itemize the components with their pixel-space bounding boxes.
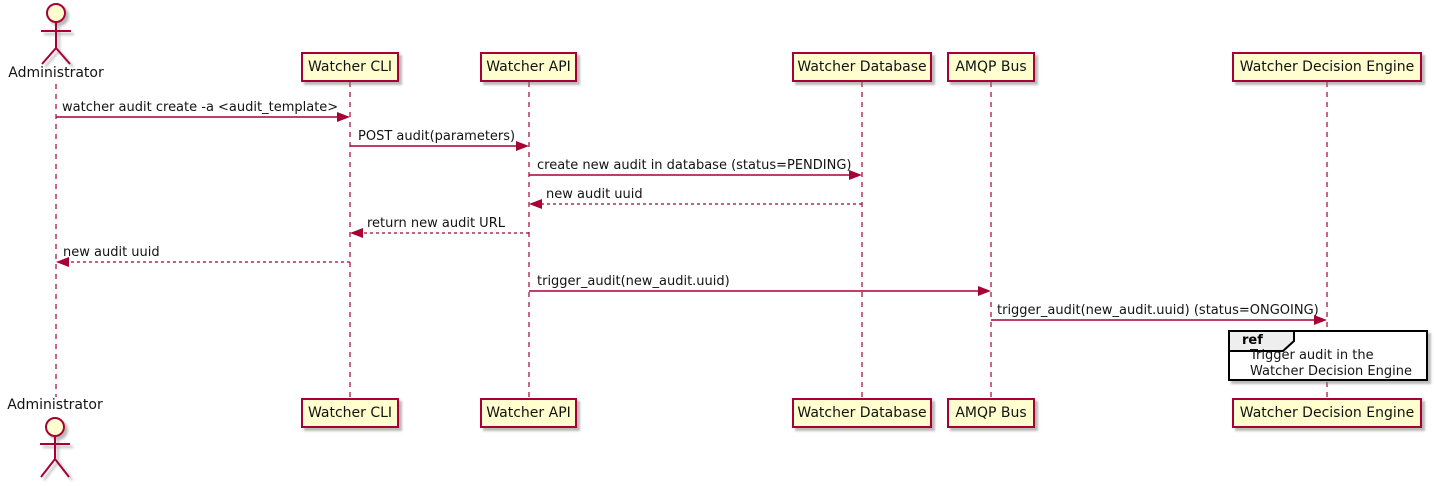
arrowhead-left-icon	[529, 199, 542, 209]
message-label-3: create new audit in database (status=PEN…	[537, 158, 852, 173]
participant-label: Watcher CLI	[307, 405, 393, 421]
message-arrow-6	[56, 257, 350, 267]
lifelines	[55, 82, 1328, 398]
ref-fragment: ref Trigger audit in the Watcher Decisio…	[1228, 330, 1428, 381]
arrowhead-right-icon	[516, 141, 529, 151]
participant-watcher-database-top: Watcher Database	[792, 52, 932, 82]
message-label-6: new audit uuid	[63, 245, 160, 260]
participant-label: Watcher CLI	[307, 59, 393, 75]
participant-watcher-cli-bottom: Watcher CLI	[301, 398, 399, 428]
actor-head-icon	[46, 3, 66, 23]
arrowhead-right-icon	[978, 286, 991, 296]
participant-watcher-decision-engine-top: Watcher Decision Engine	[1232, 52, 1422, 82]
participant-watcher-database-bottom: Watcher Database	[792, 398, 932, 428]
participant-label: Watcher Decision Engine	[1239, 405, 1415, 421]
actor-head-icon	[45, 417, 65, 437]
message-arrow-7	[529, 286, 991, 296]
participant-amqp-bus-top: AMQP Bus	[947, 52, 1035, 82]
actor-label-bottom: Administrator	[7, 397, 103, 413]
message-arrows	[56, 112, 1327, 325]
participant-label: Watcher Database	[797, 59, 927, 75]
actor-figure-bottom-icon	[40, 417, 70, 478]
ref-content: Trigger audit in the Watcher Decision En…	[1250, 348, 1412, 380]
message-label-2: POST audit(parameters)	[358, 129, 516, 144]
message-arrow-2	[350, 141, 529, 151]
actor-label-top: Administrator	[8, 65, 104, 81]
ref-content-line: Trigger audit in the	[1250, 348, 1374, 363]
message-arrow-4	[529, 199, 862, 209]
arrowhead-right-icon	[849, 170, 862, 180]
arrowhead-right-icon	[1314, 315, 1327, 325]
participant-watcher-decision-engine-bottom: Watcher Decision Engine	[1232, 398, 1422, 428]
message-label-1: watcher audit create -a <audit_template>	[62, 100, 339, 115]
arrowhead-left-icon	[56, 257, 69, 267]
ref-keyword: ref	[1242, 333, 1263, 348]
actor-figure-top-icon	[41, 3, 71, 65]
participant-watcher-api-bottom: Watcher API	[480, 398, 577, 428]
ref-content-line: Watcher Decision Engine	[1250, 364, 1412, 379]
participant-label: AMQP Bus	[955, 405, 1027, 421]
message-arrow-8	[991, 315, 1327, 325]
participant-label: AMQP Bus	[955, 59, 1027, 75]
message-label-8: trigger_audit(new_audit.uuid) (status=ON…	[997, 303, 1319, 318]
message-arrow-1	[56, 112, 350, 122]
message-label-7: trigger_audit(new_audit.uuid)	[537, 274, 730, 289]
message-arrow-3	[529, 170, 862, 180]
participant-watcher-cli-top: Watcher CLI	[301, 52, 399, 82]
message-arrow-5	[350, 228, 529, 238]
participant-label: Watcher API	[486, 405, 571, 421]
ref-tag-pentagon-icon	[1228, 330, 1295, 352]
participant-amqp-bus-bottom: AMQP Bus	[947, 398, 1035, 428]
participant-watcher-api-top: Watcher API	[480, 52, 577, 82]
arrowhead-left-icon	[350, 228, 363, 238]
participant-label: Watcher API	[486, 59, 571, 75]
participant-label: Watcher Database	[797, 405, 927, 421]
message-label-4: new audit uuid	[546, 187, 643, 202]
message-label-5: return new audit URL	[367, 216, 505, 231]
participant-label: Watcher Decision Engine	[1239, 59, 1415, 75]
arrowhead-right-icon	[337, 112, 350, 122]
